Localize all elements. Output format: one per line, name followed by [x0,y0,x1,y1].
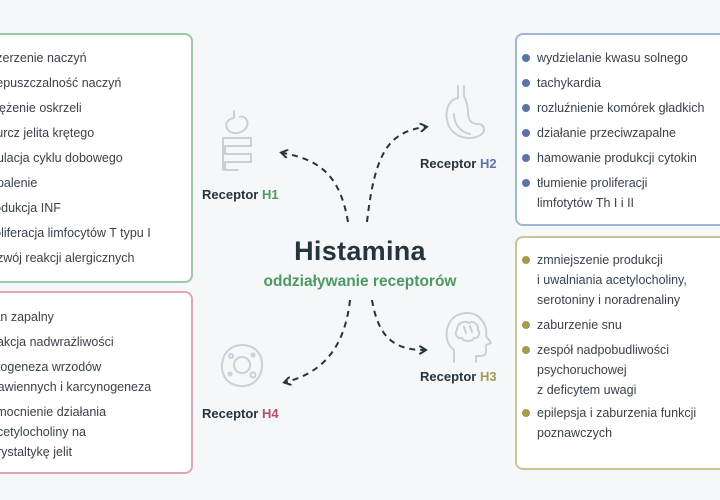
list-item: działanie przeciwzapalne [522,123,676,143]
list-item-line: poznawczych [537,426,613,440]
list-item: zepuszczalność naczyń [0,76,122,90]
list-item-line: epilepsja i zaburzenia funkcji [537,406,697,420]
receptor-h4-label: Receptor H4 [202,406,279,421]
stomach-intestine-icon [222,110,252,171]
h3-effects-box: zmniejszenie produkcji i uwalniania acet… [515,236,720,470]
head-brain-icon [445,312,492,363]
list-item: atogeneza wrzodów [0,360,102,374]
list-item: epilepsja i zaburzenia funkcji poznawczy… [521,403,697,443]
receptor-h1-label: Receptor H1 [202,187,279,202]
stomach-icon [445,85,486,140]
list-item: rodukcja INF [0,201,61,215]
list-item: tan zapalny [0,310,54,324]
cell-icon [220,343,264,388]
arrow-to-h3 [371,299,424,350]
list-item: wężenie oskrzeli [0,101,82,115]
page-subtitle: oddziaływanie receptorów [263,273,457,290]
receptor-h3-label: Receptor H3 [420,369,497,384]
arrow-to-h4 [286,299,351,382]
list-item-line: limfotytów Th I i II [537,196,635,210]
list-item: rozluźnienie komórek gładkich [521,98,704,118]
list-item: zespół nadpobudliwości psychoruchowej z … [521,340,670,400]
receptor-h2-label: Receptor H2 [420,156,497,171]
list-item: acetylocholiny na [0,425,86,439]
h2-effects-box: wydzielanie kwasu solnego tachykardia ro… [515,33,720,226]
list-item: wydzielanie kwasu solnego [522,48,688,68]
list-item: trawiennych i karcynogeneza [0,380,152,394]
list-item-line: z deficytem uwagi [537,383,637,397]
list-item: erystaltykę jelit [0,445,72,459]
list-item: roliferacja limfocytów T typu I [0,226,151,240]
list-item: hamowanie produkcji cytokin [522,148,697,168]
list-item-line: i uwalniania acetylocholiny, [537,273,687,287]
arrow-to-h1 [283,153,349,223]
list-item-line: serotoniny i noradrenaliny [537,293,681,307]
arrow-to-h2 [366,127,425,223]
page-title: Histamina [294,236,426,266]
list-item: eakcja nadwrażliwości [0,335,114,349]
list-item-line: zespół nadpobudliwości [537,343,670,357]
list-item: kurcz jelita krętego [0,126,95,140]
list-item: apalenie [0,176,38,190]
list-item: tachykardia [522,73,601,93]
list-item: szerzenie naczyń [0,51,87,65]
list-item: gulacja cyklu dobowego [0,151,123,165]
h4-effects-box: tan zapalny eakcja nadwrażliwości atogen… [0,291,193,474]
list-item-line: zmniejszenie produkcji [537,253,663,267]
list-item: zaburzenie snu [522,315,622,335]
list-item: zmniejszenie produkcji i uwalniania acet… [522,250,687,310]
list-item: zmocnienie działania [0,405,107,419]
list-item-line: tłumienie proliferacji [537,176,648,190]
list-item-line: psychoruchowej [537,363,627,377]
list-item: ozwój reakcji alergicznych [0,251,135,265]
list-item: tłumienie proliferacji limfotytów Th I i… [521,173,648,213]
h1-effects-box: szerzenie naczyń zepuszczalność naczyń w… [0,33,193,283]
